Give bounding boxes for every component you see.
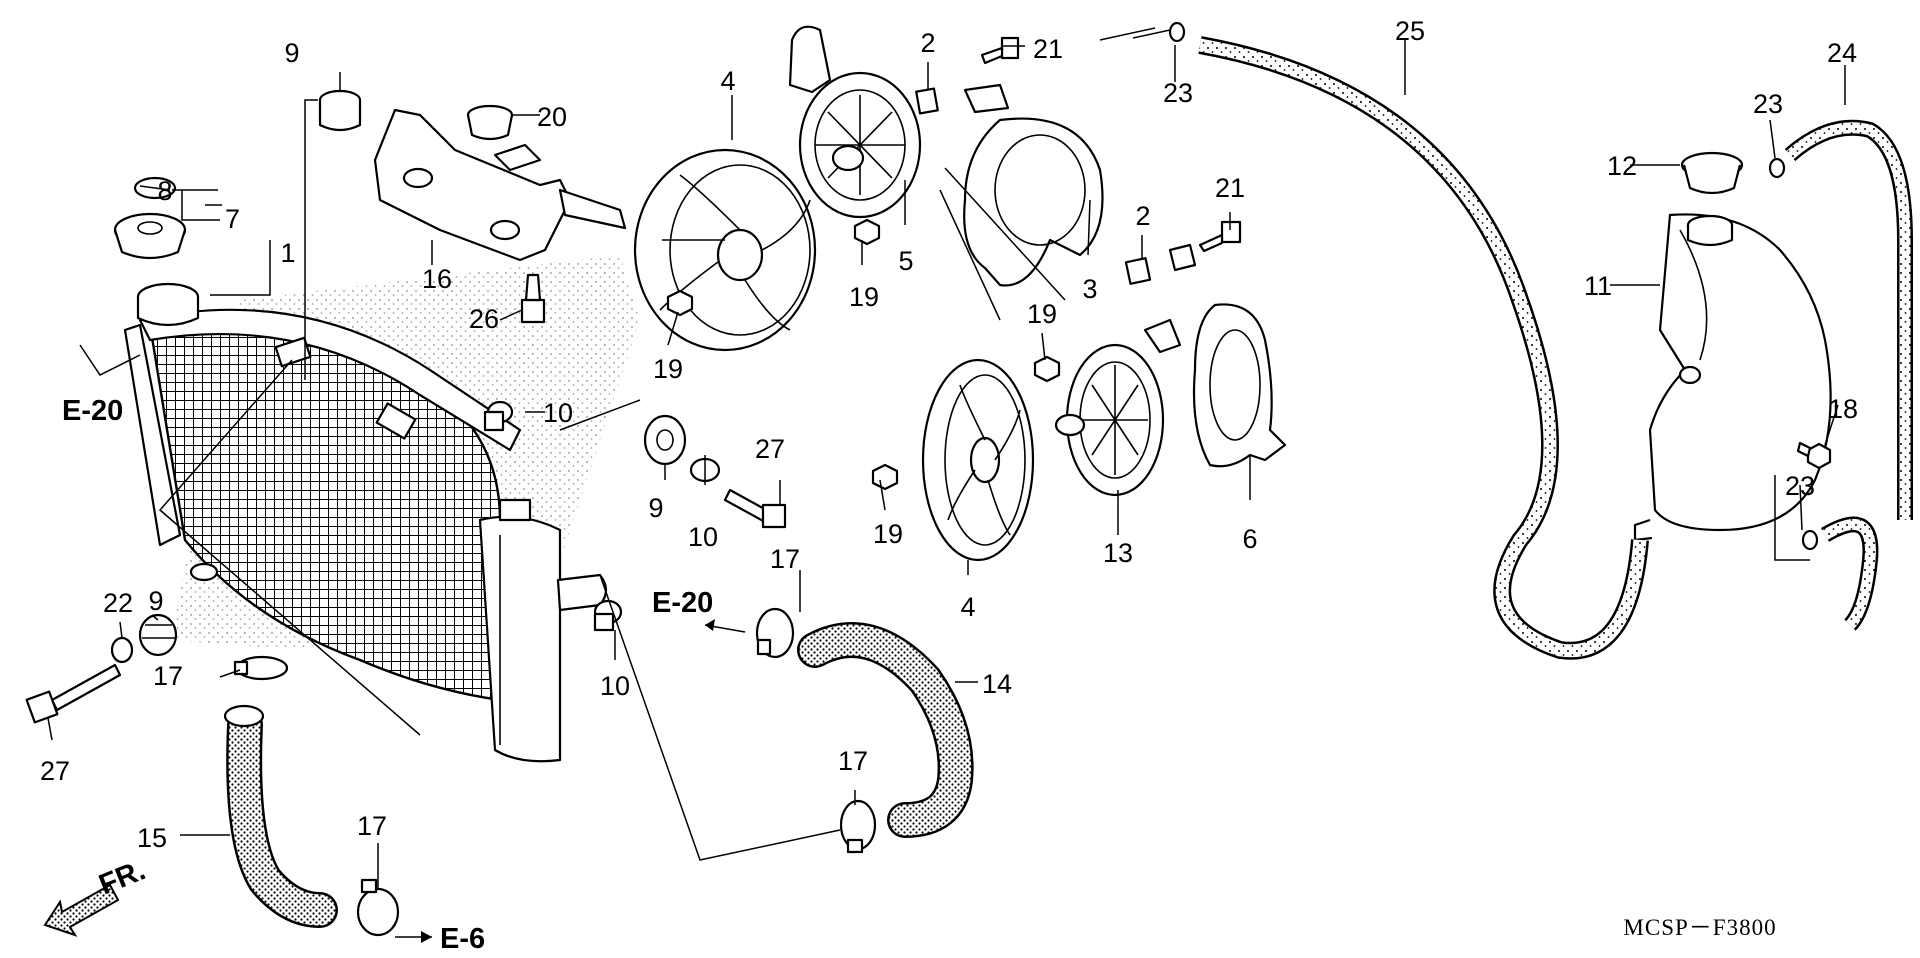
radiator-bracket [373, 108, 627, 262]
callout-17-a: 17 [153, 661, 183, 691]
ref-label-center: E-20 [652, 587, 713, 619]
callout-8: 8 [157, 176, 172, 206]
nut-19-d [871, 463, 899, 491]
ref-label-left-top: E-20 [62, 395, 123, 427]
callout-19-d: 19 [873, 519, 903, 549]
callout-24: 24 [1827, 38, 1857, 68]
callout-10-b: 10 [688, 522, 718, 552]
callout-9-top: 9 [284, 38, 299, 68]
bolt-21-b [1198, 220, 1242, 253]
bolt-mid [723, 488, 787, 529]
radiator-cap [113, 212, 187, 260]
hose-clamp-d [356, 878, 400, 937]
cooling-fan-upper [633, 148, 817, 352]
callout-17-b: 17 [770, 544, 800, 574]
reserve-tank [1633, 213, 1832, 542]
callout-5: 5 [898, 246, 913, 276]
collar-a [483, 400, 514, 432]
fan-motor-upper [788, 25, 922, 219]
nut-19-b [853, 218, 881, 246]
callout-19-b: 19 [849, 282, 879, 312]
front-direction-arrow: FR. [43, 854, 150, 937]
callout-15: 15 [137, 823, 167, 853]
fan-motor-lower [1054, 318, 1182, 497]
diagram-code: MCSP－F3800 [1623, 915, 1776, 940]
hose-clamp-b [755, 607, 795, 659]
callout-17-c: 17 [838, 746, 868, 776]
callout-1: 1 [280, 238, 295, 268]
clip-23-a [1168, 21, 1186, 43]
leader-lines [47, 27, 1846, 890]
callout-9-bottom: 9 [148, 586, 163, 616]
fan-shroud-lower [1168, 243, 1287, 468]
callout-7: 7 [225, 204, 240, 234]
callout-23-a: 23 [1163, 78, 1193, 108]
cooling-fan-lower [921, 358, 1035, 562]
grommet-mid [643, 414, 687, 466]
callout-16: 16 [422, 264, 452, 294]
callout-21-b: 21 [1215, 173, 1245, 203]
clip-23-c [1801, 529, 1819, 551]
nut-19-a [666, 289, 694, 317]
fan-shroud-upper [963, 83, 1104, 287]
callout-22: 22 [103, 588, 133, 618]
grommet-20 [466, 104, 514, 141]
bolt-left [25, 663, 122, 724]
bolt-18 [1796, 441, 1832, 470]
grommet-top [318, 89, 362, 132]
hose-clamp-a [233, 655, 289, 681]
callout-12: 12 [1607, 151, 1637, 181]
radiator [123, 282, 608, 763]
callout-4-lower: 4 [960, 592, 975, 622]
callout-17-d: 17 [357, 811, 387, 841]
callout-18: 18 [1828, 394, 1858, 424]
callout-23-c: 23 [1785, 471, 1815, 501]
front-direction-label: FR. [95, 854, 150, 901]
callout-10-c: 10 [600, 671, 630, 701]
callout-20: 20 [537, 102, 567, 132]
callout-2-a: 2 [920, 28, 935, 58]
clip-23-b [1768, 157, 1786, 179]
callout-2-b: 2 [1135, 201, 1150, 231]
bolt-26 [520, 273, 546, 324]
callout-13: 13 [1103, 538, 1133, 568]
callout-27-mid: 27 [755, 434, 785, 464]
cap-seal [133, 176, 177, 200]
nut-2-b [1124, 257, 1152, 285]
ref-arrow-left [79, 344, 141, 376]
hose-clamp-c [839, 799, 877, 854]
bolt-21-a [980, 36, 1020, 65]
reserve-tank-cap [1680, 151, 1744, 195]
callout-4-upper: 4 [720, 66, 735, 96]
callout-3: 3 [1082, 274, 1097, 304]
callout-9-mid: 9 [648, 493, 663, 523]
callout-11: 11 [1584, 271, 1612, 301]
callout-19-c: 19 [1027, 299, 1057, 329]
callout-14: 14 [982, 669, 1012, 699]
callout-19-a: 19 [653, 354, 683, 384]
callout-27-left: 27 [40, 756, 70, 786]
callout-26: 26 [469, 304, 499, 334]
callout-23-b: 23 [1753, 89, 1783, 119]
callout-6: 6 [1242, 524, 1257, 554]
ref-label-bottom: E-6 [440, 923, 485, 955]
washer-22 [110, 636, 134, 664]
nut-2-a [915, 87, 939, 115]
callout-21-a: 21 [1033, 34, 1063, 64]
grommet-bottom [138, 613, 178, 657]
callout-10-a: 10 [543, 398, 573, 428]
nut-19-c [1033, 355, 1061, 383]
callout-25: 25 [1395, 16, 1425, 46]
